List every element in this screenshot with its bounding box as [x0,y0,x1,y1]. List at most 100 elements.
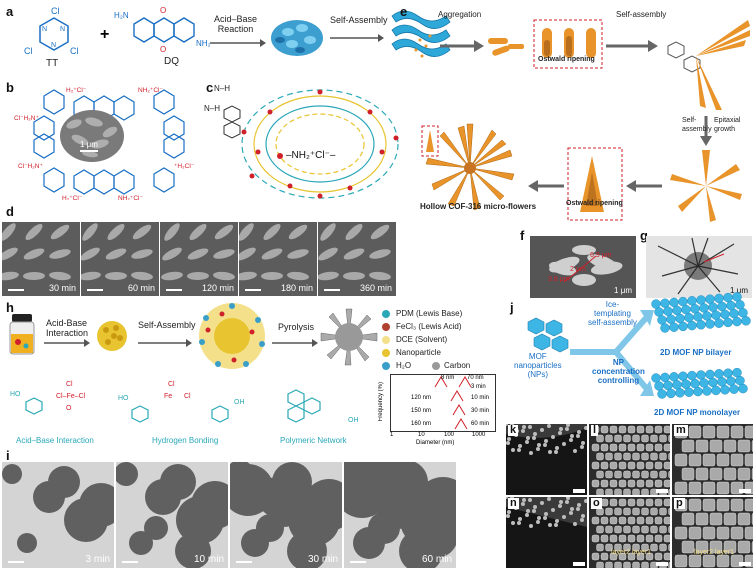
inset-ylabel: Frequency (%) [378,382,384,422]
fecl3-icon [382,323,390,331]
inset-tick-100: 100 [444,432,455,438]
np-sphere [711,310,721,320]
mof-np-icon [527,317,569,353]
np-sphere [687,296,697,306]
h-legend: PDM (Lewis Base) FeCl₃ (Lewis Acid) DCE … [382,308,500,373]
dq-structure: O O H₂N NH₂ [114,6,211,54]
np-sphere [666,314,676,324]
inset-tick-1: 1 [390,432,394,438]
svg-text:OH: OH [348,417,359,424]
tem-texture [344,462,456,568]
time-label: 10 min [193,554,224,565]
split-arrows [570,310,654,396]
np-sphere [660,372,670,383]
arrow1-label: Acid–Base Reaction [214,14,258,34]
inset-row2-time: 30 min [471,408,490,414]
self-assembly-label-2: Self- assembly [682,117,712,133]
tem-texture [2,464,114,553]
legend-item-h2o-carbon: H₂O Carbon [382,360,500,373]
measure-f-2: 3.8 μm [548,276,570,283]
nh2cl-legend: –NH₂⁺Cl⁻– [286,150,336,161]
svg-text:Cl⁻H₂N⁺: Cl⁻H₂N⁺ [14,115,39,122]
np-sphere [678,321,688,332]
panel-label: n [508,497,519,509]
np-sphere [723,292,733,303]
svg-text:Cl: Cl [70,46,79,56]
self-assembly-label-1: Self-assembly [616,10,667,19]
tem-texture [230,462,342,568]
svg-text:O: O [160,45,166,54]
sem-texture [239,223,309,281]
svg-text:N: N [60,26,65,33]
inset-tick-10: 10 [418,432,425,438]
sem-texture [161,223,235,281]
svg-text:HO: HO [10,391,21,398]
panel-label-b: b [6,80,14,95]
scale-f: 1 μm [614,286,632,295]
sem-m: m [672,424,753,495]
scalebar [573,489,585,493]
flower-tem-g [657,237,739,295]
vial-icon [9,314,35,355]
scalebar [324,289,340,291]
tem-i-0: 3 min [2,462,114,568]
inset-xlabel: Diameter (nm) [416,440,455,446]
layer-label: layer2 layer1 [611,549,652,556]
legend-item-pdm: PDM (Lewis Base) [382,308,500,321]
legend-item-nanoparticle: Nanoparticle [382,347,500,360]
time-label: 120 min [201,283,234,293]
np-sphere [723,368,733,378]
time-label: 30 min [48,283,76,293]
np-sphere [663,306,673,316]
np-sphere [654,381,664,391]
nh-label-1: N–H [214,84,231,93]
tt-structure: Cl Cl Cl N N N [24,6,79,56]
svg-text:Cl: Cl [184,393,191,400]
np-sphere [717,301,727,312]
np-sphere [732,292,742,302]
h-arrow-2 [138,339,192,347]
np-sphere [723,317,733,328]
panel-label-j: j [510,300,514,315]
svg-text:NH₂⁺Cl⁻: NH₂⁺Cl⁻ [138,87,163,94]
np-sphere [705,319,715,329]
svg-text:Cl: Cl [66,381,73,388]
panel-label-h: h [6,300,14,315]
np-sphere [702,311,712,321]
np-sphere [708,377,718,388]
np-sphere [690,304,700,314]
scalebar [166,289,182,291]
panel-label: l [591,424,599,436]
measure-f-3: 2 μm [570,266,586,273]
flower-sem-f [548,245,623,286]
time-label: 60 min [421,554,452,565]
scalebar [739,489,751,493]
inset-row0-size: 8 nm [441,375,455,381]
panel-label-a: a [6,4,14,19]
scalebar [656,562,668,566]
panel-label: k [508,424,519,436]
bilayer-icon [651,292,751,333]
ostwald-label-2: Ostwald ripening [566,200,623,207]
h-arrow-3 [272,339,318,347]
svg-text:O: O [66,405,72,412]
particle-texture [506,497,587,568]
svg-text:H₂⁺Cl⁻: H₂⁺Cl⁻ [62,195,83,200]
np-sphere [705,369,715,380]
np-sphere [738,383,748,394]
dq-label: DQ [164,56,179,67]
svg-text:Cl⁻H₂N⁺: Cl⁻H₂N⁺ [18,163,43,170]
np-sphere [669,322,679,332]
inset-row2-size: 150 nm [411,408,432,414]
np-sphere [696,370,706,380]
np-sphere [699,378,709,388]
np-sphere [696,295,706,305]
particle-texture [672,497,753,568]
scalebar [122,561,138,563]
svg-text:Cl: Cl [168,381,175,388]
inset-row1-size: 120 nm [411,395,432,401]
tt-label: TT [46,58,59,69]
